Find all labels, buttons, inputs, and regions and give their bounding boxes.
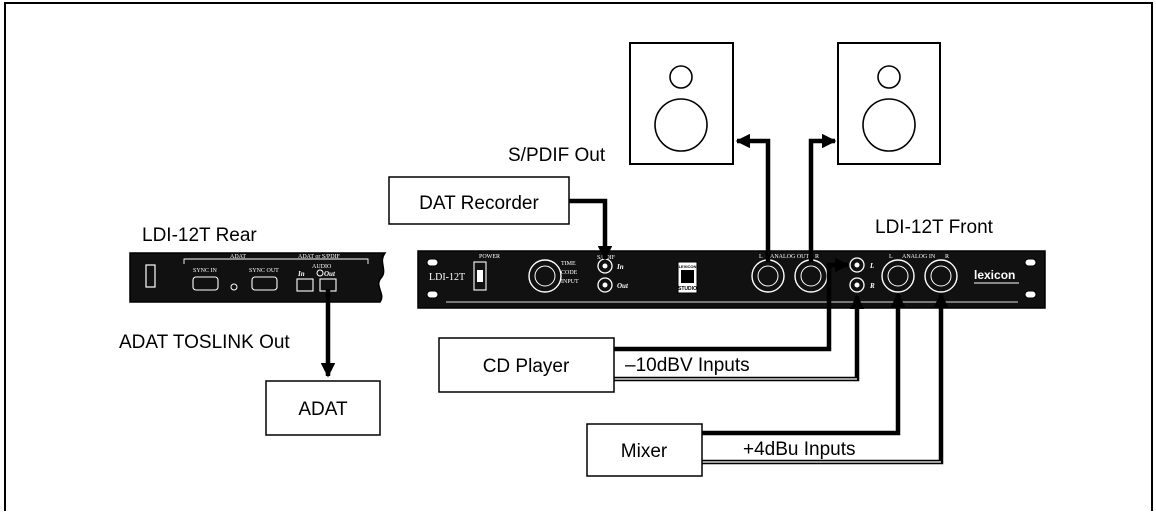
front-power-label: POWER	[479, 254, 500, 260]
rear-adat-label: ADAT	[230, 254, 246, 260]
badge-brand: LEXICON	[679, 264, 697, 269]
analog-in-r-label: R	[945, 254, 949, 260]
sync-out-connector	[251, 276, 278, 291]
plus-4dbu-label: +4dBu Inputs	[743, 439, 856, 460]
adat-label: ADAT	[298, 399, 348, 420]
front-time-label: TIME	[561, 261, 576, 267]
rear-out-label: Out	[324, 270, 336, 278]
rear-audio-label: AUDIO	[312, 264, 332, 270]
analog-in-r-xlr	[924, 259, 958, 293]
rear-panel: ADAT ADAT or S/PDIF SYNC IN SYNC OUT AUD…	[129, 252, 387, 303]
toslink-in-port	[296, 278, 314, 292]
mixer-box	[586, 423, 703, 477]
wire-dat-spdif	[569, 198, 613, 261]
analog-out-label: ANALOG OUT	[770, 254, 809, 260]
cd-player-box	[438, 337, 615, 393]
diagram-frame	[4, 2, 1153, 516]
cd-player-label: CD Player	[483, 356, 570, 377]
adat-toslink-label: ADAT TOSLINK Out	[119, 332, 290, 353]
speaker-left	[629, 42, 734, 165]
rear-panel-title: LDI-12T Rear	[142, 225, 257, 246]
wire-cd-l	[614, 257, 850, 352]
badge-studio: STUDIO	[678, 286, 697, 292]
front-panel-title: LDI-12T Front	[875, 217, 994, 238]
lexicon-logo: lexicon	[974, 268, 1015, 282]
analog-in-l-xlr	[881, 259, 915, 293]
rca-r-label: R	[869, 282, 875, 290]
rear-adat-spdif-label: ADAT or S/PDIF	[298, 254, 341, 260]
rca-l-label: L	[869, 262, 874, 270]
front-spdif-out-label: Out	[617, 282, 629, 290]
wire-mixer-l	[702, 292, 906, 436]
front-code-label: CODE	[561, 270, 578, 276]
dat-recorder-box	[388, 176, 570, 225]
front-model-label: LDI-12T	[429, 272, 465, 283]
wire-out-right-speaker	[808, 133, 837, 262]
wires	[320, 133, 949, 465]
analog-out-r-label: R	[815, 254, 819, 260]
wire-out-left-speaker	[735, 133, 771, 262]
dat-recorder-label: DAT Recorder	[419, 193, 539, 214]
mixer-label: Mixer	[621, 441, 668, 462]
minus-10dbv-label: –10dBV Inputs	[625, 355, 750, 376]
front-panel: POWER LDI-12T TIME CODE INPUT S/PDIF In …	[417, 250, 1046, 309]
front-input-label: INPUT	[561, 279, 579, 285]
adat-box	[265, 380, 381, 436]
analog-out-l-xlr	[751, 259, 785, 293]
rear-sync-out-label: SYNC OUT	[249, 268, 279, 274]
front-spdif-in-label: In	[616, 263, 624, 271]
rear-in-label: In	[297, 270, 305, 278]
spdif-out-label: S/PDIF Out	[508, 145, 606, 166]
analog-out-l-label: L	[759, 254, 763, 260]
analog-in-l-label: L	[889, 254, 893, 260]
rear-sync-in-label: SYNC IN	[193, 268, 218, 274]
analog-out-r-xlr	[794, 259, 828, 293]
timecode-xlr	[528, 259, 562, 293]
speaker-right	[837, 42, 941, 165]
analog-in-label: ANALOG IN	[902, 254, 936, 260]
sync-in-connector	[192, 276, 219, 291]
